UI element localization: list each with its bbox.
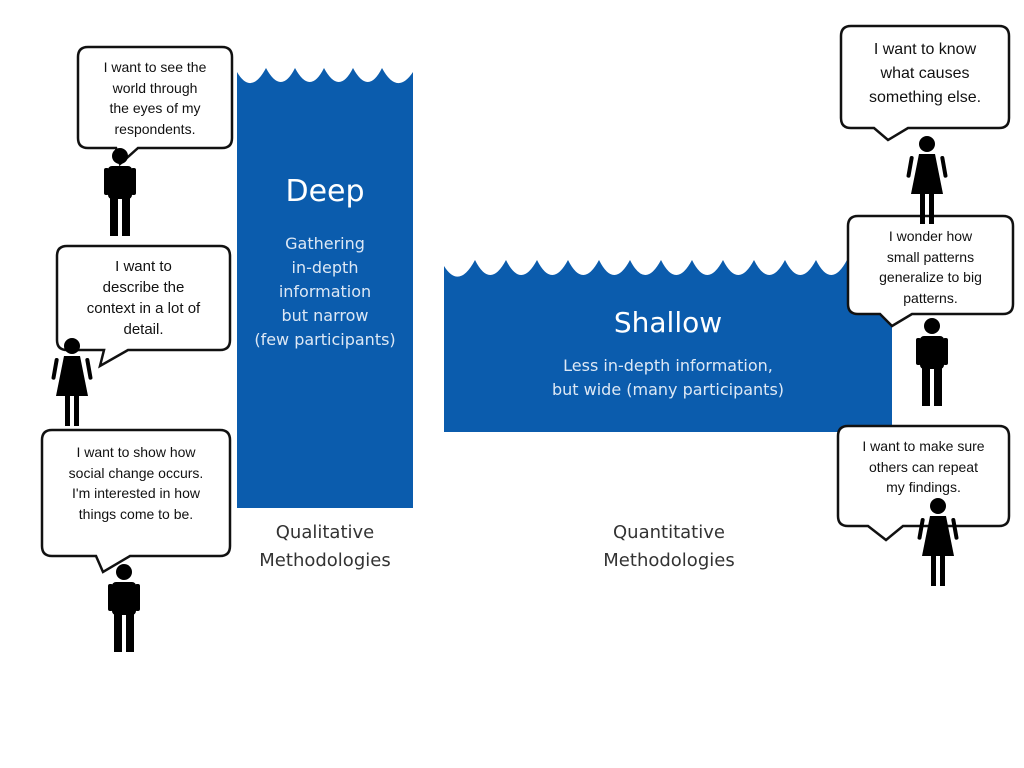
woman-icon [906,136,948,224]
speech-bubble-right-3 [836,424,1011,542]
quote-right-2: I wonder how small patterns generalize t… [879,228,982,306]
man-icon [916,318,948,406]
qualitative-label: Qualitative Methodologies [259,522,391,571]
shallow-subtitle: Less in-depth information, but wide (man… [551,356,785,399]
man-icon [104,148,136,236]
speech-bubble-right-2 [846,214,1015,328]
deep-title: Deep [285,174,365,209]
speech-bubble-left-3 [40,428,232,574]
deep-subtitle: Gathering in-depth information but narro… [254,234,396,349]
man-icon [108,564,140,652]
shallow-title: Shallow [613,306,723,339]
deep-water-column [237,68,413,508]
speech-bubble-left-2 [55,244,232,369]
shallow-water-body [444,260,892,432]
quote-left-2: I want to describe the context in a lot … [86,258,201,338]
quote-right-3: I want to make sure others can repeat my… [862,438,985,495]
quote-left-3: I want to show how social change occurs.… [68,444,204,522]
quantitative-label: Quantitative Methodologies [603,522,735,571]
quote-left-1: I want to see the world through the eyes… [103,59,207,137]
quote-right-1: I want to know what causes something els… [868,41,982,106]
speech-bubble-right-1 [839,24,1011,142]
